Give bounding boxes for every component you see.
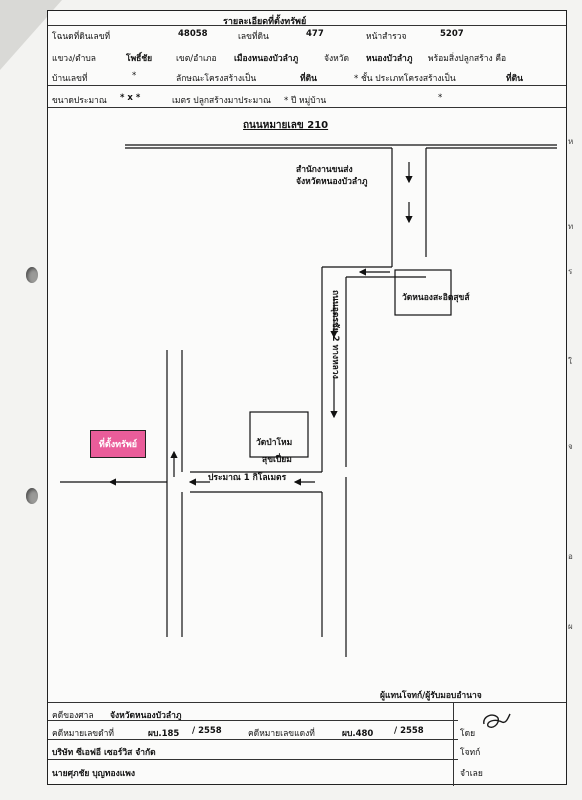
temple-2-label: วัดป่าโหม [256, 438, 293, 448]
black-no: ผบ.185 [148, 729, 180, 739]
signature [483, 713, 511, 728]
company: บริษัท ซีเอฟอี เซอร์วิส จำกัด [52, 748, 156, 758]
plaintiff-label: โจทก์ [460, 748, 481, 758]
size-label: ขนาดประมาณ [52, 96, 107, 106]
temple-2-label-2: สุขเปี่ยม [262, 455, 292, 465]
floors-type: ที่ดิน [506, 74, 523, 84]
defendant: นายศุภชัย บุญทองแพง [52, 769, 135, 779]
court-label: คดีของศาล [52, 711, 94, 721]
subdistrict: โพธิ์ชัย [126, 54, 153, 64]
character-label: ลักษณะโครงสร้างเป็น [176, 74, 257, 84]
district-label: เขต/อำเภอ [176, 54, 217, 64]
document-page: รายละเอียดที่ตั้งทรัพย์ โฉนดที่ดินเลขที่… [47, 10, 567, 786]
by-label: โดย [460, 729, 476, 739]
distance-label: ประมาณ 1 กิโลเมตร [208, 473, 287, 483]
edge-mark: ใ [568, 357, 572, 366]
land-no-label: เลขที่ดิน [238, 32, 269, 42]
doc-title: รายละเอียดที่ตั้งทรัพย์ [223, 17, 307, 27]
signer-label: ผู้แทนโจทก์/ผู้รับมอบอำนาจ [380, 691, 482, 701]
transport-office-label-2: จังหวัดหนองบัวลำภู [296, 177, 368, 187]
black-year: / 2558 [192, 726, 222, 736]
years: * ปี หมู่บ้าน [284, 96, 327, 106]
province: หนองบัวลำภู [366, 54, 413, 64]
edge-mark: ท [568, 222, 574, 231]
province-label: จังหวัด [324, 54, 350, 64]
punch-hole [26, 488, 38, 504]
district: เมืองหนองบัวลำภู [234, 54, 299, 64]
land-no: 477 [306, 29, 324, 39]
temple-1-label: วัดหนองสะอิดสุขส์ [402, 293, 470, 303]
edge-mark: ห [568, 137, 574, 146]
house-no: * [132, 71, 137, 81]
size-unit: เมตร ปลูกสร้างมาประมาณ [172, 96, 271, 106]
transport-office-label: สำนักงานขนส่ง [296, 165, 353, 175]
red-year: / 2558 [394, 726, 424, 736]
size-value: * x * [120, 93, 141, 103]
edge-mark: อ [568, 552, 573, 561]
deed-label: โฉนดที่ดินเลขที่ [52, 32, 111, 42]
location-map [60, 144, 557, 657]
edge-mark: จ [568, 442, 573, 451]
road-side-label: ถนนอุดรชัย 2 ทางหลวง [330, 290, 340, 379]
subdistrict-label: แขวง/ตำบล [52, 54, 96, 64]
house-no-label: บ้านเลขที่ [52, 74, 88, 84]
with-building: พร้อมสิ่งปลูกสร้าง คือ [428, 54, 507, 64]
edge-mark: ร [568, 267, 573, 276]
punch-hole [26, 267, 38, 283]
deed-no: 48058 [178, 29, 208, 39]
survey-label: หน้าสำรวจ [366, 32, 407, 42]
court: จังหวัดหนองบัวลำภู [110, 711, 182, 721]
red-label: คดีหมายเลขแดงที่ [248, 729, 315, 739]
floors-label: * ชั้น ประเภทโครงสร้างเป็น [354, 74, 456, 84]
defendant-label: จำเลย [460, 769, 483, 779]
survey-no: 5207 [440, 29, 464, 39]
character: ที่ดิน [300, 74, 317, 84]
village: * [438, 93, 443, 103]
red-no: ผบ.480 [342, 729, 374, 739]
property-marker: ที่ตั้งทรัพย์ [90, 430, 146, 458]
edge-mark: ผ [568, 622, 573, 631]
road-210-label: ถนนหมายเลข 210 [243, 120, 329, 131]
black-label: คดีหมายเลขดำที่ [52, 729, 114, 739]
